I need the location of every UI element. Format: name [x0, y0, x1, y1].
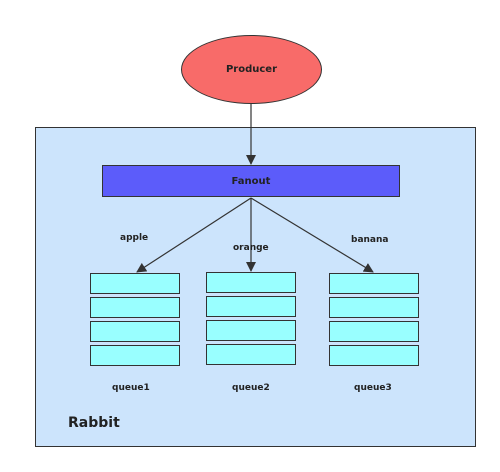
- rabbit-label: Rabbit: [68, 415, 120, 431]
- routing-key-orange: orange: [233, 243, 269, 253]
- queue-slot: [90, 345, 180, 366]
- producer-label: Producer: [225, 64, 278, 75]
- queue-slot: [329, 345, 419, 366]
- queue-slot: [206, 272, 296, 293]
- producer-node: Producer: [181, 35, 322, 104]
- queue-slot: [329, 297, 419, 318]
- queue3-label: queue3: [354, 383, 392, 393]
- routing-key-banana: banana: [351, 235, 389, 245]
- queue1-label: queue1: [112, 383, 150, 393]
- queue3-stack: [329, 273, 419, 369]
- queue-slot: [206, 296, 296, 317]
- queue-slot: [206, 344, 296, 365]
- queue-slot: [90, 273, 180, 294]
- queue2-label: queue2: [232, 383, 270, 393]
- queue-slot: [329, 273, 419, 294]
- routing-key-apple: apple: [120, 233, 149, 243]
- fanout-label: Fanout: [231, 175, 271, 187]
- queue-slot: [206, 320, 296, 341]
- queue-slot: [90, 321, 180, 342]
- fanout-exchange-node: Fanout: [102, 165, 400, 197]
- queue1-stack: [90, 273, 180, 369]
- queue-slot: [329, 321, 419, 342]
- queue-slot: [90, 297, 180, 318]
- queue2-stack: [206, 272, 296, 368]
